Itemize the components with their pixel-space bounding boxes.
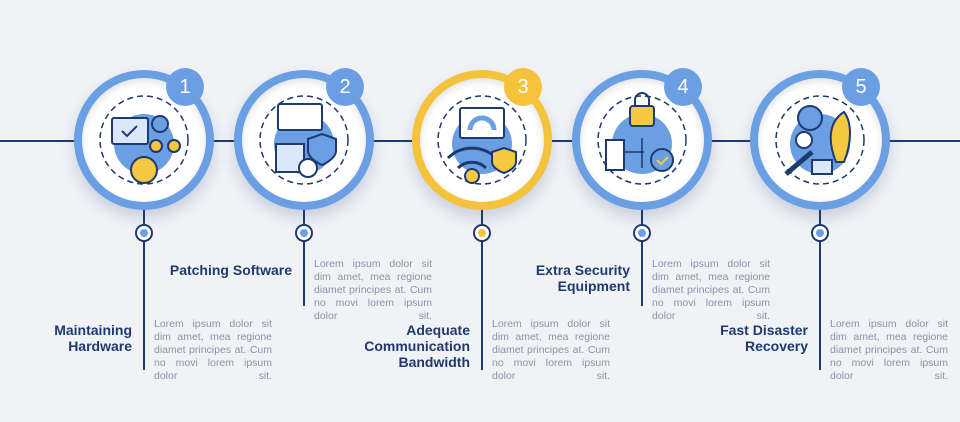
step-description: Lorem ipsum dolor sit dim amet, mea regi… [830,318,948,382]
security-lock-server-icon [597,92,687,185]
connector-line [303,200,305,306]
step-description: Lorem ipsum dolor sit dim amet, mea regi… [492,318,610,382]
connector-line [641,200,643,306]
step-number-badge: 4 [664,68,702,106]
connector-line [819,200,821,370]
step-number-badge: 2 [326,68,364,106]
step-description: Lorem ipsum dolor sit dim amet, mea regi… [314,258,432,322]
connector-line [481,200,483,370]
recovery-rocket-wrench-icon [775,95,865,185]
software-patch-chip-shield-icon [259,95,349,185]
connector-line [143,200,145,370]
step-number-badge: 1 [166,68,204,106]
step-circle [234,70,374,210]
hardware-gears-monitor-icon [99,95,189,185]
step-number-badge: 3 [504,68,542,106]
step-title: Fast Disaster Recovery [720,322,808,354]
timeline-dot [633,224,651,242]
timeline-dot [295,224,313,242]
step-title: Maintaining Hardware [54,322,132,354]
step-title: Adequate Communication Bandwidth [364,322,470,370]
step-description: Lorem ipsum dolor sit dim amet, mea regi… [154,318,272,382]
step-title: Extra Security Equipment [535,262,630,294]
step-description: Lorem ipsum dolor sit dim amet, mea regi… [652,258,770,322]
timeline-dot [811,224,829,242]
timeline-dot [135,224,153,242]
step-title: Patching Software [169,262,292,278]
step-number-badge: 5 [842,68,880,106]
timeline-dot [473,224,491,242]
step-circle [74,70,214,210]
bandwidth-wifi-speedometer-icon [437,95,527,185]
